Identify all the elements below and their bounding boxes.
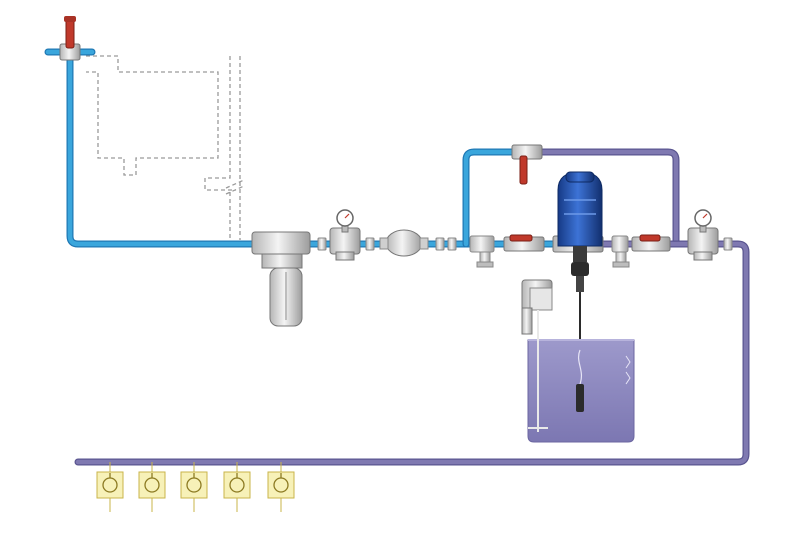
treated-line	[74, 148, 750, 466]
pressure-reducer-outlet	[687, 209, 733, 261]
junction-right	[611, 235, 630, 268]
inlet-valve	[59, 16, 81, 61]
dosing-pump	[552, 171, 604, 350]
junction-left	[469, 235, 495, 268]
bypass-valve	[511, 144, 543, 185]
drinker-2	[138, 462, 166, 512]
pressure-reducer-inlet	[329, 209, 361, 261]
drinker-1	[96, 462, 124, 512]
header-tank	[86, 55, 245, 240]
filter	[251, 231, 311, 327]
drinker-4	[223, 462, 251, 512]
drinkers	[96, 462, 295, 512]
tank-mixer	[521, 279, 553, 432]
drinker-3	[180, 462, 208, 512]
pipe-couplings	[317, 237, 457, 251]
stock-solution-tank	[527, 339, 635, 443]
outlet-isolation-valve	[631, 234, 671, 252]
water-meter	[379, 229, 429, 257]
drinker-5	[267, 462, 295, 512]
inlet-isolation-valve	[503, 234, 545, 252]
water-line	[44, 48, 559, 248]
